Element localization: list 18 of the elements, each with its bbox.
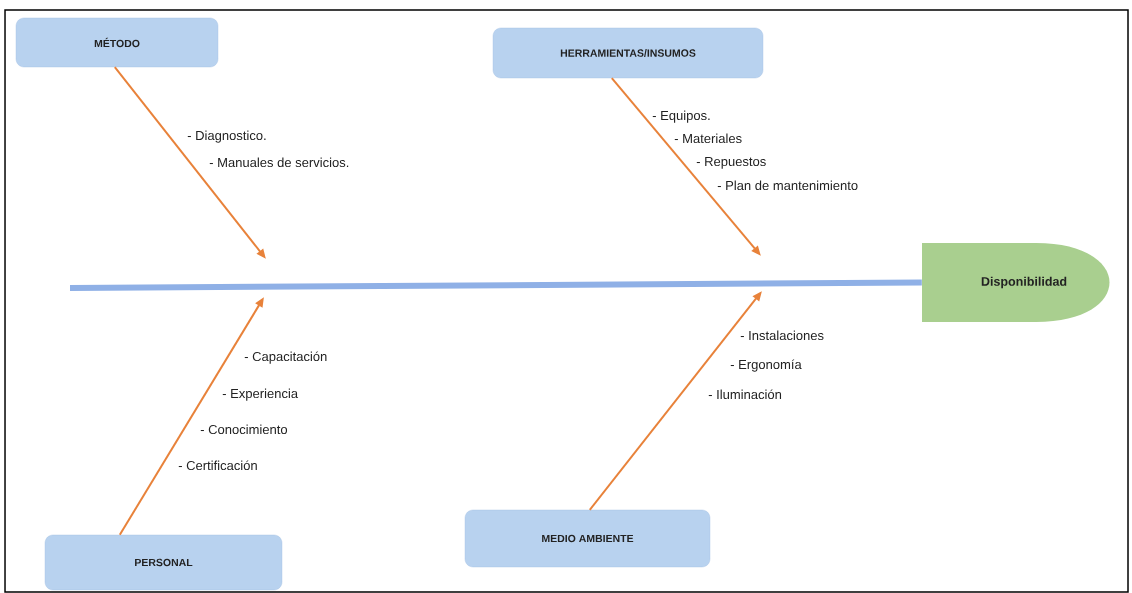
cause-item: - Conocimiento: [200, 424, 288, 435]
category-box: MEDIO AMBIENTE: [464, 509, 711, 568]
cause-item: - Iluminación: [708, 389, 782, 400]
cause-item: - Repuestos: [696, 157, 766, 169]
cause-item: - Materiales: [674, 133, 742, 144]
cause-item: - Equipos.: [652, 110, 710, 123]
cause-item: - Certificación: [178, 460, 257, 471]
category-box: MÉTODO: [15, 17, 219, 68]
cause-item: - Experiencia: [222, 388, 299, 401]
cause-item: - Diagnostico.: [187, 130, 266, 143]
spine-line: [70, 279, 922, 291]
cause-item: - Ergonomía: [730, 359, 802, 372]
cause-item: - Plan de mantenimiento: [717, 180, 858, 191]
cause-item: - Capacitación: [244, 351, 327, 364]
category-box: PERSONAL: [44, 534, 283, 591]
cause-item: - Manuales de servicios.: [209, 157, 349, 168]
category-box: HERRAMIENTAS/INSUMOS: [492, 27, 764, 79]
cause-item: - Instalaciones: [740, 330, 824, 341]
